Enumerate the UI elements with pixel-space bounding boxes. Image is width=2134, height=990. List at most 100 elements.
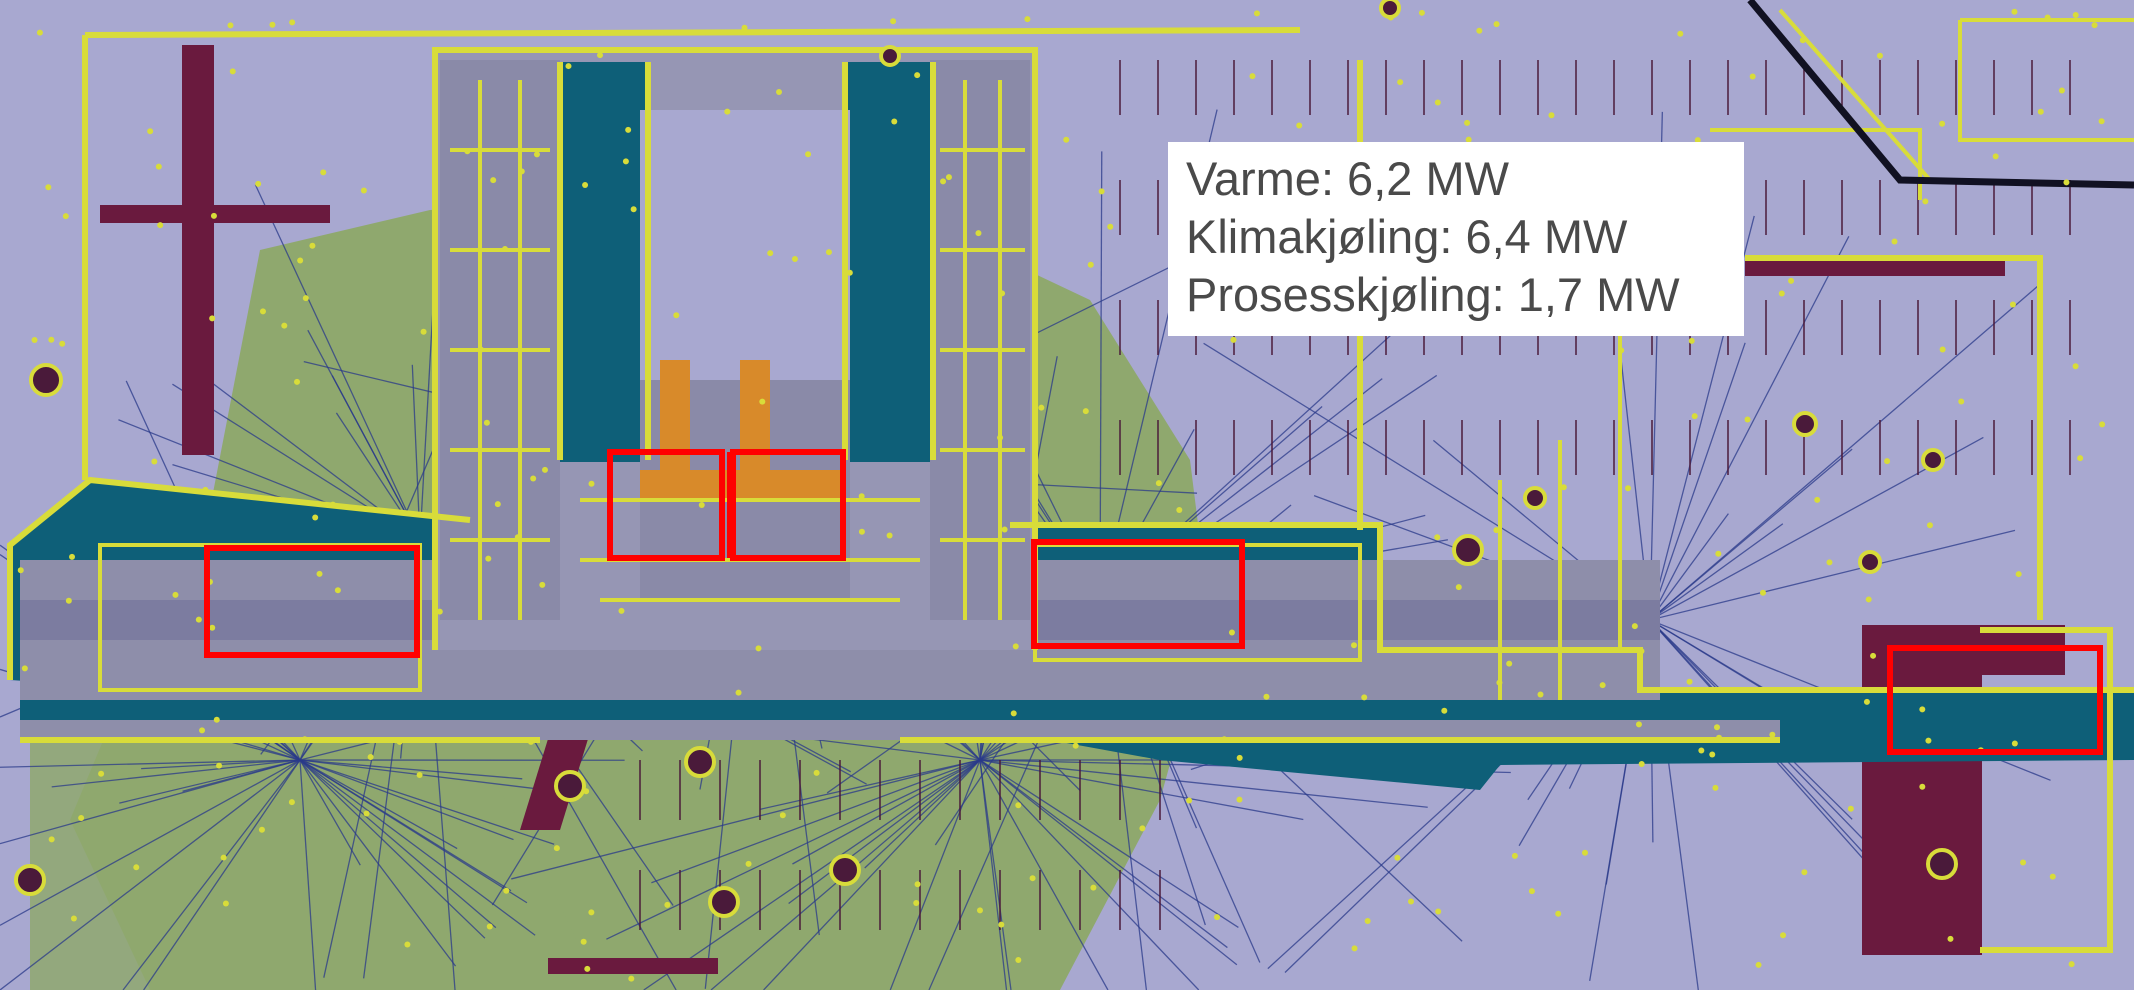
ray-line xyxy=(299,759,555,845)
point-marker xyxy=(69,553,76,560)
point-marker xyxy=(1072,742,1079,749)
ray-line xyxy=(299,759,497,929)
point-marker xyxy=(1364,917,1371,924)
point-marker xyxy=(588,480,595,487)
point-marker xyxy=(618,607,625,614)
point-marker xyxy=(1228,629,1235,636)
point-marker xyxy=(1919,706,1926,713)
point-marker xyxy=(213,716,220,723)
point-marker xyxy=(1847,805,1854,812)
point-marker xyxy=(503,887,510,894)
point-marker xyxy=(1694,137,1701,144)
point-marker xyxy=(1221,736,1228,743)
ray-line xyxy=(299,759,528,904)
point-marker xyxy=(229,68,236,75)
ray-line xyxy=(979,759,1238,966)
point-marker xyxy=(363,810,370,817)
point-marker xyxy=(791,255,798,262)
point-marker xyxy=(45,184,52,191)
point-marker xyxy=(1528,888,1535,895)
point-marker xyxy=(36,29,43,36)
point-marker xyxy=(2099,421,2106,428)
point-marker xyxy=(735,689,742,696)
point-marker xyxy=(1760,589,1767,596)
dark-boundary-line xyxy=(1747,0,2134,189)
point-marker xyxy=(2037,108,2044,115)
point-marker xyxy=(202,486,209,493)
point-marker xyxy=(312,514,319,521)
point-marker xyxy=(48,836,55,843)
point-marker xyxy=(133,864,140,871)
point-marker xyxy=(404,941,411,948)
point-marker xyxy=(494,501,501,508)
ray-line xyxy=(763,759,981,990)
point-marker xyxy=(98,770,105,777)
point-marker xyxy=(805,151,812,158)
point-marker xyxy=(1799,37,1806,44)
point-marker xyxy=(1635,721,1642,728)
point-marker xyxy=(2077,455,2084,462)
point-marker xyxy=(259,308,266,315)
ray-line xyxy=(651,759,981,884)
point-marker xyxy=(1351,642,1358,649)
point-marker xyxy=(420,328,427,335)
ray-line xyxy=(759,759,981,810)
point-marker xyxy=(157,222,164,229)
point-marker xyxy=(741,24,748,31)
ray-line xyxy=(606,759,981,940)
point-marker xyxy=(416,772,423,779)
point-marker xyxy=(630,206,637,213)
point-marker xyxy=(625,126,632,133)
point-marker xyxy=(1397,79,1404,86)
point-marker xyxy=(360,187,367,194)
point-marker xyxy=(582,181,589,188)
point-marker xyxy=(1012,643,1019,650)
point-marker xyxy=(724,108,731,115)
ray-line xyxy=(299,759,361,866)
point-marker xyxy=(1814,496,1821,503)
point-marker xyxy=(227,22,234,29)
point-marker xyxy=(999,290,1006,297)
point-marker xyxy=(1434,99,1441,106)
point-marker xyxy=(1418,9,1425,16)
point-marker xyxy=(1236,796,1243,803)
point-marker xyxy=(858,528,865,535)
ray-line xyxy=(1649,513,1729,621)
point-marker xyxy=(316,570,323,577)
point-marker xyxy=(1891,238,1898,245)
point-marker xyxy=(1709,751,1716,758)
point-marker xyxy=(209,315,216,322)
ray-line xyxy=(0,759,301,845)
point-marker xyxy=(258,826,265,833)
ray-line xyxy=(979,759,1008,990)
point-marker xyxy=(886,532,893,539)
ray-line xyxy=(0,759,301,990)
ray-line xyxy=(979,759,1239,929)
point-marker xyxy=(518,168,525,175)
point-marker xyxy=(1296,122,1303,129)
point-marker xyxy=(1876,52,1883,59)
point-marker xyxy=(1214,914,1221,921)
point-marker xyxy=(1865,596,1872,603)
point-marker xyxy=(664,901,671,908)
point-marker xyxy=(1581,849,1588,856)
point-marker xyxy=(1236,754,1243,761)
point-marker xyxy=(976,907,983,914)
point-marker xyxy=(396,738,403,745)
point-marker xyxy=(1958,398,1965,405)
point-marker xyxy=(1788,277,1795,284)
point-marker xyxy=(486,923,493,930)
point-marker xyxy=(1618,347,1625,354)
point-marker xyxy=(1455,584,1462,591)
point-marker xyxy=(1638,648,1645,655)
point-marker xyxy=(2020,859,2027,866)
point-marker xyxy=(1139,825,1146,832)
point-marker xyxy=(78,815,85,822)
point-marker xyxy=(269,21,276,28)
point-marker xyxy=(1715,550,1722,557)
ray-line xyxy=(299,759,514,841)
point-marker xyxy=(1560,484,1567,491)
highlight-zone xyxy=(727,452,733,558)
energy-summary-box: Varme: 6,2 MW Klimakjøling: 6,4 MW Prose… xyxy=(1168,142,1744,336)
point-marker xyxy=(1749,73,1756,80)
